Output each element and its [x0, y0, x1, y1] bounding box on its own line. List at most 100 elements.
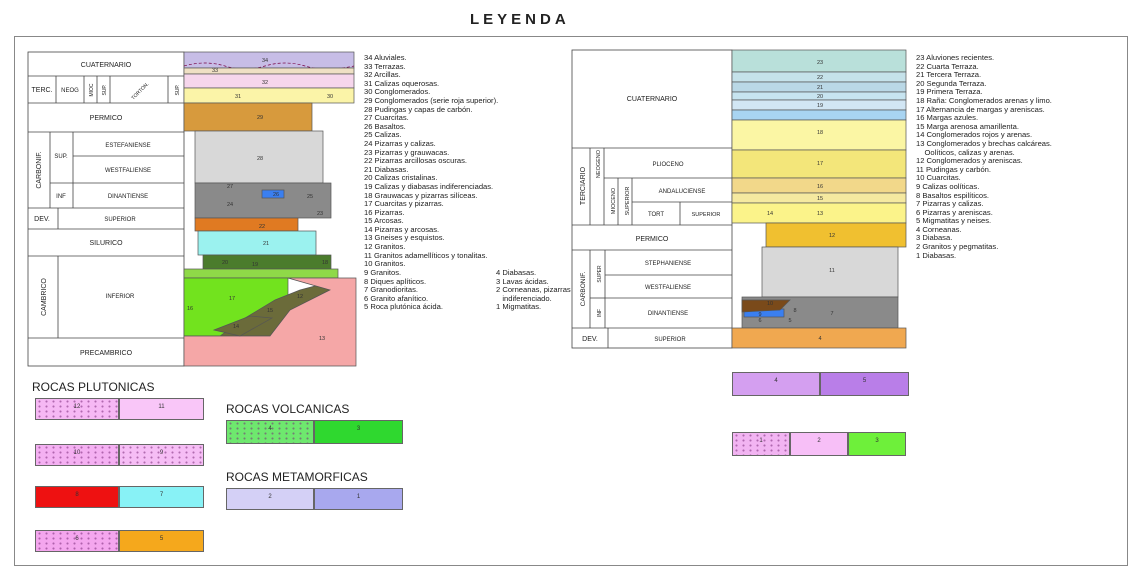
unit-silurico: SILURICO: [89, 240, 123, 247]
legend-entry: 15 Marga arenosa amarillenta.: [916, 121, 1019, 131]
unit-cambrico: CAMBRICO: [41, 278, 48, 316]
unit-permico: PERMICO: [90, 115, 123, 122]
unit-cuaternario: CUATERNARIO: [81, 62, 132, 69]
swatch-num: 1: [759, 438, 763, 444]
legend-entry: 9 Granitos.: [364, 268, 402, 277]
unit-tort: TORT: [648, 212, 664, 218]
unit-dinantiense: DINANTIENSE: [108, 194, 148, 200]
unit-stephaniense: STEPHANIENSE: [645, 261, 691, 267]
swatch-num: 7: [159, 492, 164, 498]
swatch-5: 5: [119, 530, 204, 552]
legend-entry: 21 Diabasas.: [364, 164, 409, 174]
left-col-num: 12: [297, 294, 303, 300]
legend-entry: 1 Diabasas.: [916, 250, 957, 260]
legend-entry: 31 Calizas oquerosas.: [364, 78, 440, 88]
right-col-num: 7: [830, 311, 833, 317]
swatch-1: 1: [314, 488, 403, 510]
legend-entry: 16 Pizarras.: [364, 207, 405, 217]
legend-entry: 13 Gneises y esquistos.: [364, 233, 445, 243]
swatch-num: 6: [75, 536, 79, 542]
legend-entry: 4 Corneanas.: [916, 224, 962, 234]
volcanicas-heading: ROCAS VOLCANICAS: [226, 402, 350, 416]
swatch-num: 2: [817, 438, 821, 444]
right-col-num: 19: [817, 103, 823, 109]
legend-entry: 6 Pizarras y areniscas.: [916, 207, 993, 217]
left-col-num: 24: [227, 202, 233, 208]
unit-terc: TERC.: [32, 87, 53, 94]
unit-carbonif: CARBONIF.: [580, 271, 587, 306]
left-col-num: 30: [327, 94, 333, 100]
legend-entry: 10 Cuarcitas.: [916, 173, 961, 183]
plutonicas-heading: ROCAS PLUTONICAS: [32, 380, 155, 394]
unit-inf: INF: [56, 194, 66, 200]
swatch-11: 11: [119, 398, 204, 420]
swatch-num: 2: [268, 494, 272, 500]
legend-entry: 18 Raña: Conglomerados arenas y limo.: [916, 95, 1052, 105]
right-col-num: 4: [818, 336, 821, 342]
swatch-r-3: 3: [848, 432, 906, 456]
right-col-num: 21: [817, 85, 823, 91]
unit-plioceno: PLIOCENO: [652, 162, 683, 168]
swatch-num: 4: [774, 378, 778, 384]
legend-entry: 7 Granodioritas.: [364, 285, 419, 295]
legend-entry: 28 Pudingas y capas de carbón.: [364, 104, 473, 114]
unit-dinantiense: DINANTIENSE: [648, 311, 688, 317]
legend-entry: 14 Pizarras y arcosas.: [364, 224, 440, 234]
unit-neogeno: NEOGENO: [596, 149, 602, 178]
left-col-num: 21: [263, 241, 269, 247]
left-col-num: 33: [212, 68, 218, 74]
left-legend-list: 34 Aluviales. 33 Terrazas. 32 Arcillas. …: [364, 53, 498, 269]
unit-terciario: TERCIARIO: [580, 166, 587, 205]
left-col-num: 26: [273, 192, 279, 198]
legend-entry: 21 Tercera Terraza.: [916, 70, 982, 80]
left-col-num: 22: [259, 224, 265, 230]
right-col-num: 13: [817, 211, 823, 217]
legend-entry: 33 Terrazas.: [364, 61, 406, 71]
legend-entry: 25 Calizas.: [364, 130, 402, 140]
left-legend-col-a: 9 Granitos. 8 Diques aplíticos. 7 Granod…: [364, 268, 443, 312]
swatch-num: 3: [356, 426, 361, 432]
right-col-num: 15: [817, 196, 823, 202]
unit-inferior: INFERIOR: [106, 294, 135, 300]
right-col-num: 9: [758, 312, 761, 318]
unit-sup-1: SUP.: [102, 84, 108, 95]
legend-entry: 20 Calizas cristalinas.: [364, 173, 438, 183]
right-col-num: 6: [758, 318, 761, 324]
legend-entry: Oolíticos, calizas y arenas.: [916, 147, 1015, 157]
legend-entry: 14 Conglomerados rojos y arenas.: [916, 130, 1033, 140]
left-col-num: 16: [187, 306, 193, 312]
left-col-num: 32: [262, 80, 268, 86]
legend-entry: 11 Pudingas y carbón.: [916, 164, 992, 174]
swatch-num: 5: [862, 378, 867, 384]
right-col-num: 20: [817, 94, 823, 100]
legend-entry: 3 Diabasa.: [916, 233, 953, 243]
left-col-num: 31: [235, 94, 241, 100]
right-col-num: 18: [817, 130, 823, 136]
legend-entry: 5 Migmatitas y neises.: [916, 216, 992, 226]
metamorficas-heading: ROCAS METAMORFICAS: [226, 470, 368, 484]
legend-entry: 6 Granito afanítico.: [364, 293, 429, 303]
legend-entry: 27 Cuarcitas.: [364, 113, 409, 123]
unit-carbonif: CARBONIF.: [36, 151, 43, 188]
legend-entry: 12 Granitos.: [364, 242, 406, 252]
unit-neog: NEOG: [61, 88, 79, 94]
unit-dev: DEV.: [582, 336, 598, 343]
swatch-num: 8: [75, 492, 79, 498]
swatch-r-2: 2: [790, 432, 848, 456]
legend-entry: 4 Diabasas.: [496, 268, 537, 277]
left-col-num: 17: [229, 296, 235, 302]
left-col-num: 18: [322, 260, 328, 266]
right-col-num: 8: [793, 308, 796, 314]
right-col-num: 22: [817, 75, 823, 81]
swatch-num: 3: [875, 438, 879, 444]
unit-sup-3: SUP.: [54, 154, 68, 160]
legend-entry: 26 Basaltos.: [364, 121, 406, 131]
unit-permico: PERMICO: [636, 236, 669, 243]
legend-entry: 5 Roca plutónica ácida.: [364, 302, 443, 312]
legend-entry: 17 Alternancia de margas y areniscas.: [916, 104, 1045, 114]
swatch-9: 9: [119, 444, 204, 466]
unit-precambrico: PRECAMBRICO: [80, 350, 133, 357]
unit-superior: SUPERIOR: [692, 212, 721, 218]
